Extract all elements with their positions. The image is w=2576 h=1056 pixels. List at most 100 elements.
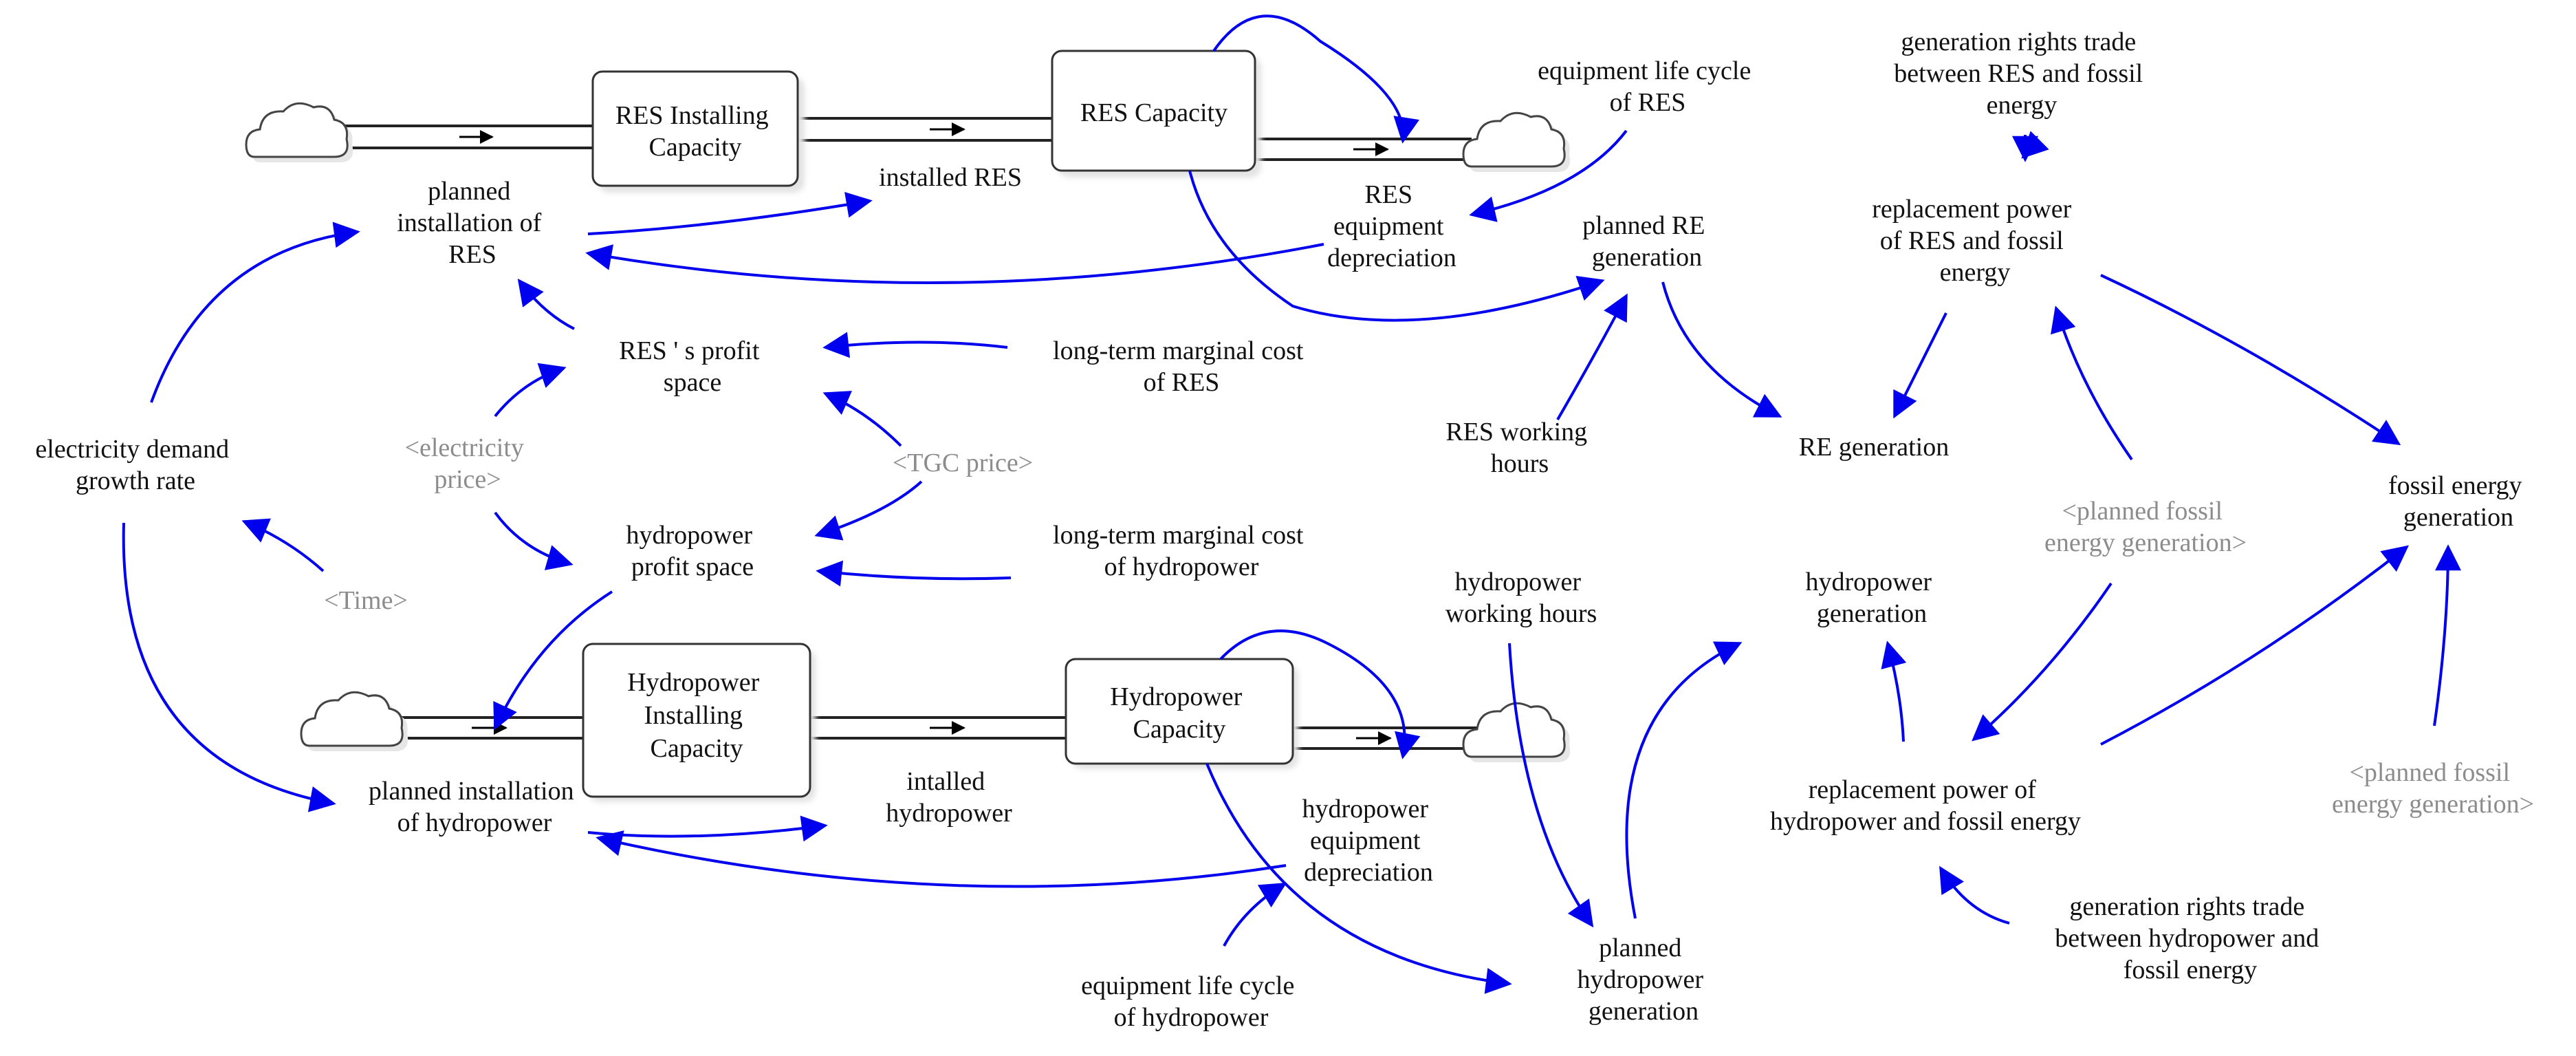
link-growth-to-planned-hydro bbox=[122, 522, 336, 812]
link-replacement-res-to-re-gen bbox=[1893, 312, 1947, 419]
var-line: planned bbox=[428, 177, 510, 206]
var-line: fossil energy bbox=[2124, 956, 2258, 984]
var-line: installation of bbox=[397, 208, 541, 237]
var-planned-installation-of-res: planned installation of RES bbox=[397, 177, 548, 269]
var-line: generation bbox=[1817, 599, 1927, 628]
flow-direction-arrows bbox=[459, 122, 1392, 745]
var-hydropower-working-hours: hydropower working hours bbox=[1445, 568, 1597, 628]
var-line: RES bbox=[448, 240, 496, 269]
var-line: energy bbox=[1940, 258, 2011, 287]
var-line: fossil energy bbox=[2388, 471, 2522, 500]
var-line: planned installation bbox=[369, 777, 574, 806]
link-res-capacity-to-planned-re-gen bbox=[1188, 170, 1605, 322]
link-hydro-capacity-to-planned-hydro-gen bbox=[1205, 763, 1512, 994]
var-line: RE generation bbox=[1799, 433, 1949, 462]
var-line: energy generation> bbox=[2044, 528, 2247, 557]
var-line: hydropower bbox=[1805, 568, 1932, 596]
link-gen-rights-hydro-to-replacement bbox=[1939, 865, 2010, 925]
stock-res-capacity: RES Capacity bbox=[1051, 50, 1261, 177]
var-line: long-term marginal cost bbox=[1053, 336, 1304, 365]
var-electricity-demand-growth-rate: electricity demand growth rate bbox=[35, 435, 235, 495]
var-line: installed RES bbox=[879, 163, 1022, 192]
var-line: equipment life cycle bbox=[1081, 971, 1294, 1000]
var-line: hydropower and fossil energy bbox=[1770, 807, 2081, 836]
var-line: hydropower bbox=[1577, 965, 1703, 994]
stock-hydropower-capacity: Hydropower Capacity bbox=[1065, 658, 1298, 769]
shadow-var-planned-fossil-energy-generation-1: <planned fossil energy generation> bbox=[2044, 497, 2247, 557]
var-generation-rights-trade-res-fossil: generation rights trade between RES and … bbox=[1894, 28, 2150, 120]
var-line: generation rights trade bbox=[2069, 892, 2304, 921]
causal-links bbox=[122, 14, 2461, 994]
link-planned-res-to-installed-res bbox=[587, 191, 873, 235]
var-long-term-marginal-cost-hydropower: long-term marginal cost of hydropower bbox=[1053, 521, 1310, 581]
var-line: equipment bbox=[1310, 826, 1421, 855]
svg-text:Hydropower Capacity: Hydropower Capacity bbox=[1110, 682, 1249, 744]
stock-label-line: Hydropower bbox=[627, 668, 759, 697]
stock-label-line: Hydropower bbox=[1110, 682, 1242, 711]
var-line: hydropower bbox=[626, 521, 752, 550]
svg-text:RES Capacity: RES Capacity bbox=[1080, 98, 1227, 127]
var-line: working hours bbox=[1445, 599, 1597, 628]
var-line: electricity demand bbox=[35, 435, 229, 464]
var-line: of RES and fossil bbox=[1880, 226, 2064, 255]
flow-pipes bbox=[344, 117, 1478, 750]
shadow-variable-labels: <electricity price> <TGC price> <Time> <… bbox=[324, 433, 2534, 819]
var-planned-installation-of-hydropower: planned installation of hydropower bbox=[369, 777, 580, 837]
var-line: depreciation bbox=[1327, 244, 1456, 272]
var-line: hydropower bbox=[1302, 795, 1428, 823]
link-ltmc-hydro-to-hydro-profit bbox=[816, 560, 1012, 587]
cloud-icon bbox=[300, 691, 408, 751]
var-line: profit space bbox=[631, 552, 754, 581]
var-re-generation: RE generation bbox=[1799, 433, 1949, 462]
var-line: price> bbox=[434, 465, 501, 494]
var-generation-rights-trade-hydro-fossil: generation rights trade between hydropow… bbox=[2055, 892, 2326, 984]
shadow-var-tgc-price: <TGC price> bbox=[893, 449, 1033, 477]
link-electricity-price-to-hydro-profit bbox=[494, 511, 574, 570]
var-res-working-hours: RES working hours bbox=[1445, 418, 1593, 478]
var-line: <Time> bbox=[324, 586, 408, 615]
var-line: generation bbox=[2403, 503, 2513, 532]
var-line: hours bbox=[1491, 449, 1549, 478]
cloud-icon bbox=[1462, 111, 1571, 173]
var-line: RES working bbox=[1445, 418, 1587, 446]
var-line: hydropower bbox=[886, 799, 1012, 828]
link-shadow-fossil-to-replacement-res bbox=[2051, 305, 2133, 461]
var-line: <planned fossil bbox=[2349, 758, 2510, 787]
var-line: between hydropower and bbox=[2055, 924, 2319, 953]
var-line: energy bbox=[1987, 91, 2057, 120]
flow-hydro-source-to-installing bbox=[375, 716, 583, 740]
variable-labels: planned installation of RES installed RE… bbox=[35, 28, 2529, 1032]
stock-label-line: Installing bbox=[644, 701, 743, 730]
var-fossil-energy-generation: fossil energy generation bbox=[2388, 471, 2529, 532]
var-hydropower-generation: hydropower generation bbox=[1805, 568, 1938, 628]
link-life-cycle-res-to-depreciation bbox=[1469, 129, 1628, 222]
link-time-to-growth bbox=[241, 518, 325, 572]
link-hydro-hours-to-planned-hydro-gen bbox=[1508, 643, 1594, 928]
var-line: of hydropower bbox=[1114, 1003, 1269, 1032]
var-planned-hydropower-generation: planned hydropower generation bbox=[1577, 934, 1710, 1026]
var-line: replacement power bbox=[1872, 195, 2071, 224]
var-line: growth rate bbox=[76, 466, 195, 495]
shadow-var-electricity-price: <electricity price> bbox=[405, 433, 531, 494]
var-line: of RES bbox=[1610, 88, 1686, 117]
var-line: depreciation bbox=[1304, 858, 1433, 887]
var-line: between RES and fossil bbox=[1894, 59, 2143, 88]
var-line: equipment bbox=[1333, 212, 1444, 241]
link-growth-to-planned-res bbox=[150, 222, 360, 403]
var-planned-re-generation: planned RE generation bbox=[1582, 211, 1712, 272]
link-planned-hydro-gen-to-hydro-gen bbox=[1625, 641, 1743, 919]
link-ltmc-res-to-res-profit bbox=[822, 332, 1008, 358]
svg-text:Hydropower Installing: Hydropower Installing Capacity bbox=[627, 668, 766, 763]
link-electricity-price-to-res-profit bbox=[494, 363, 567, 418]
stock-label-line: RES Capacity bbox=[1080, 98, 1227, 127]
link-res-profit-to-planned-res bbox=[517, 278, 575, 330]
link-replacement-hydro-to-fossil bbox=[2100, 545, 2409, 746]
link-tgc-to-res-profit bbox=[822, 391, 902, 447]
var-line: RES ' s profit bbox=[619, 336, 760, 365]
link-planned-hydro-to-intalled-hydro bbox=[587, 815, 828, 842]
var-line: planned RE bbox=[1582, 211, 1705, 240]
var-res-equipment-depreciation: RES equipment depreciation bbox=[1327, 180, 1456, 272]
var-line: of hydropower bbox=[1104, 552, 1259, 581]
flow-res-source-to-installing bbox=[344, 125, 593, 149]
link-hydro-capacity-to-depreciation bbox=[1219, 629, 1421, 759]
